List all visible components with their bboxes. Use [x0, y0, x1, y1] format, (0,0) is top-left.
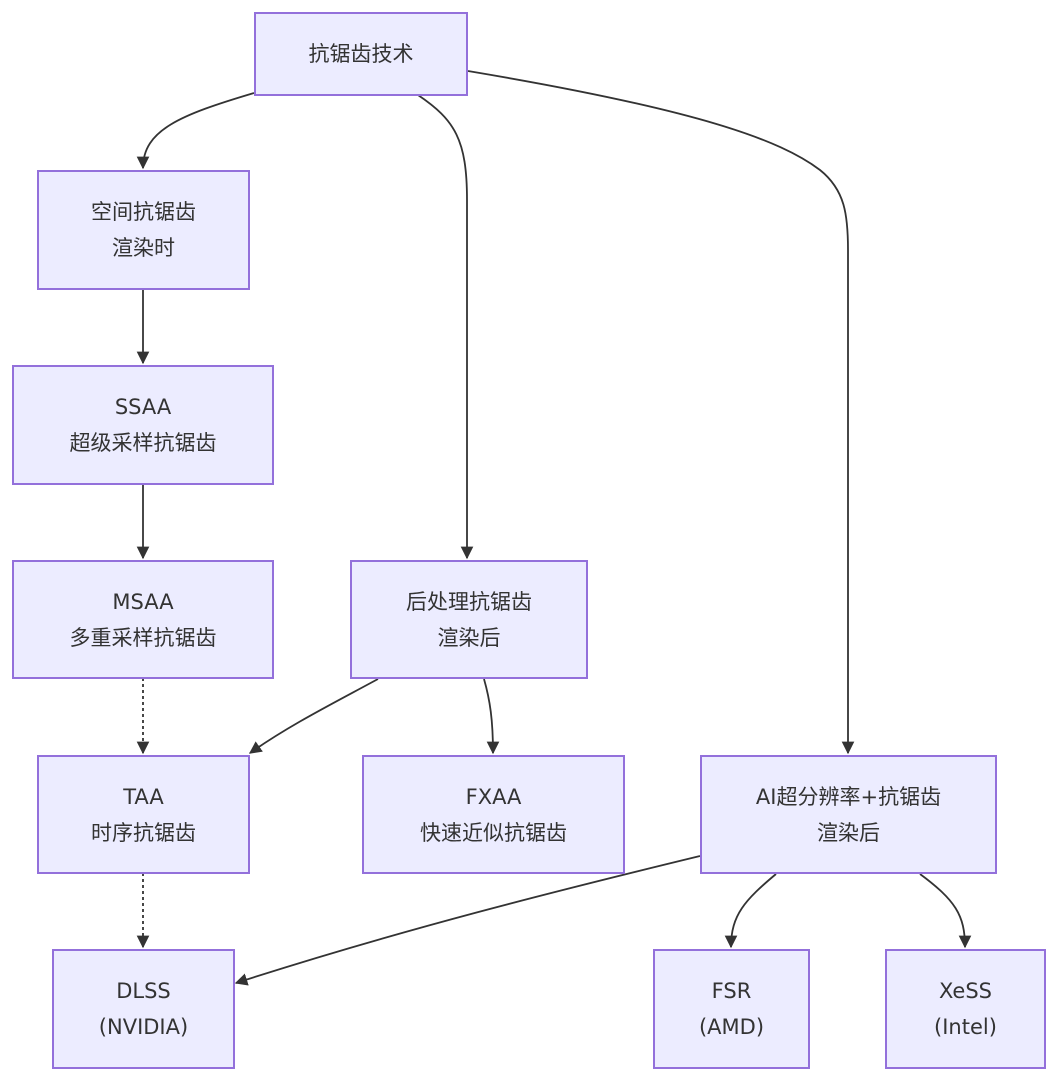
edge-post-taa: [248, 678, 379, 754]
node-root: 抗锯齿技术: [254, 12, 468, 96]
node-ssaa: SSAA 超级采样抗锯齿: [12, 365, 274, 485]
node-spatial: 空间抗锯齿 渲染时: [37, 170, 250, 290]
node-sublabel: 快速近似抗锯齿: [420, 820, 567, 845]
edge-ai-fsr: [724, 873, 777, 949]
node-sublabel: 渲染后: [817, 820, 880, 845]
node-label: FXAA: [465, 784, 522, 809]
node-dlss: DLSS (NVIDIA): [52, 949, 235, 1069]
edge-root-ai: [467, 70, 855, 755]
node-sublabel: 时序抗锯齿: [91, 820, 196, 845]
node-label: FSR: [711, 979, 752, 1003]
node-fxaa: FXAA 快速近似抗锯齿: [362, 755, 625, 874]
node-sublabel: (Intel): [934, 1015, 997, 1039]
node-sublabel: (AMD): [698, 1015, 765, 1039]
node-sublabel: 多重采样抗锯齿: [69, 625, 217, 650]
node-msaa: MSAA 多重采样抗锯齿: [12, 560, 274, 679]
edge-root-post: [417, 94, 474, 560]
node-label: MSAA: [112, 589, 174, 614]
node-sublabel: (NVIDIA): [98, 1015, 189, 1039]
node-label: XeSS: [938, 979, 993, 1003]
node-label: TAA: [123, 784, 164, 809]
edge-ai-xess: [919, 873, 972, 949]
node-label: 抗锯齿技术: [308, 42, 414, 66]
node-taa: TAA 时序抗锯齿: [37, 755, 250, 874]
node-label: 后处理抗锯齿: [406, 589, 532, 614]
node-post: 后处理抗锯齿 渲染后: [350, 560, 588, 679]
node-label: 空间抗锯齿: [91, 200, 196, 224]
edge-post-fxaa: [483, 678, 500, 755]
node-fsr: FSR (AMD): [653, 949, 810, 1069]
node-sublabel: 超级采样抗锯齿: [69, 431, 217, 455]
edge-root-spatial: [136, 92, 255, 170]
node-ai: AI超分辨率+抗锯齿 渲染后: [700, 755, 997, 874]
node-xess: XeSS (Intel): [885, 949, 1046, 1069]
node-sublabel: 渲染时: [112, 236, 175, 260]
edge-ai-dlss: [234, 855, 701, 986]
node-sublabel: 渲染后: [437, 625, 501, 650]
node-label: DLSS: [116, 979, 171, 1003]
node-label: AI超分辨率+抗锯齿: [755, 784, 942, 809]
node-label: SSAA: [114, 395, 172, 419]
